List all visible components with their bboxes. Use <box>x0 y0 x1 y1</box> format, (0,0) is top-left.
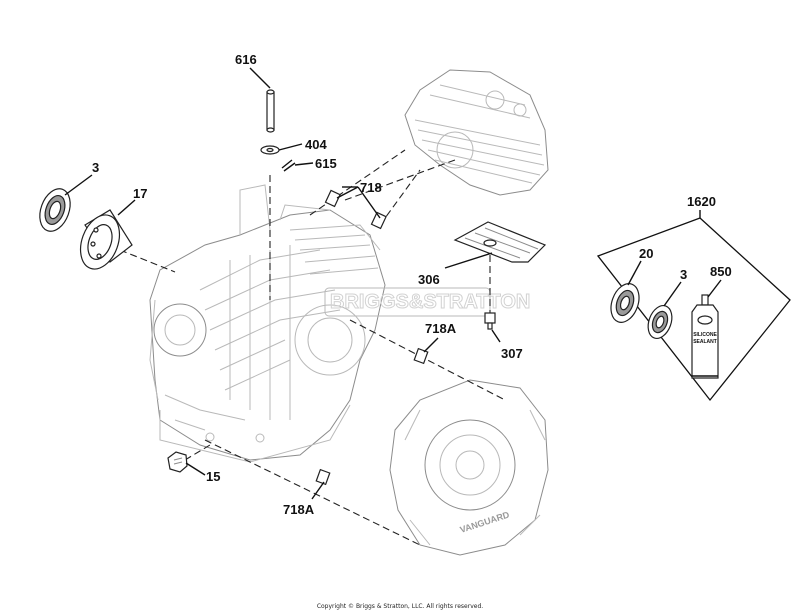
label-718-top: 718 <box>360 180 382 195</box>
label-307: 307 <box>501 346 523 361</box>
part-404-washer <box>260 145 280 155</box>
part-306-deflector <box>453 221 547 263</box>
label-718a-mid: 718A <box>425 321 457 336</box>
label-3-kit: 3 <box>680 267 687 282</box>
label-15: 15 <box>206 469 220 484</box>
label-718a-bottom: 718A <box>283 502 315 517</box>
crankcase-block <box>149 184 386 463</box>
label-20: 20 <box>639 246 653 261</box>
part-20-oil-seal <box>610 283 640 323</box>
label-615: 615 <box>315 156 337 171</box>
crankcase-cover: VANGUARD <box>389 379 549 556</box>
part-718a-dowel-bottom <box>315 468 331 486</box>
leader-lines <box>64 67 722 500</box>
cylinder-head <box>404 69 549 196</box>
part-718-dowel-b <box>370 211 387 230</box>
label-850: 850 <box>710 264 732 279</box>
part-307-screw <box>484 312 496 330</box>
part-17-bearing <box>79 209 133 270</box>
part-labels: 616 404 615 3 17 718 306 307 718A 15 718… <box>92 52 732 517</box>
part-15-drain-plug <box>167 451 188 473</box>
tube-text-line2: SEALANT <box>693 339 717 345</box>
assembly-lines <box>119 149 506 546</box>
tube-text-line1: SILICONE <box>693 332 717 338</box>
part-850-sealant-tube: SILICONE SEALANT <box>691 294 719 379</box>
watermark: BRIGGS&STRATTON <box>330 291 530 313</box>
part-3-oil-seal <box>39 188 71 232</box>
label-306: 306 <box>418 272 440 287</box>
part-718-dowel-a <box>324 189 341 208</box>
label-404: 404 <box>305 137 327 152</box>
label-17: 17 <box>133 186 147 201</box>
cover-brand-text: VANGUARD <box>459 509 511 535</box>
label-616: 616 <box>235 52 257 67</box>
label-1620: 1620 <box>687 194 716 209</box>
part-615-pin <box>281 159 296 172</box>
kit-1620-callout: SILICONE SEALANT <box>596 210 791 402</box>
part-616-shaft <box>266 89 275 133</box>
copyright-notice: Copyright © Briggs & Stratton, LLC. All … <box>316 603 484 610</box>
label-3-left: 3 <box>92 160 99 175</box>
part-3-kit-oil-seal <box>647 304 673 340</box>
